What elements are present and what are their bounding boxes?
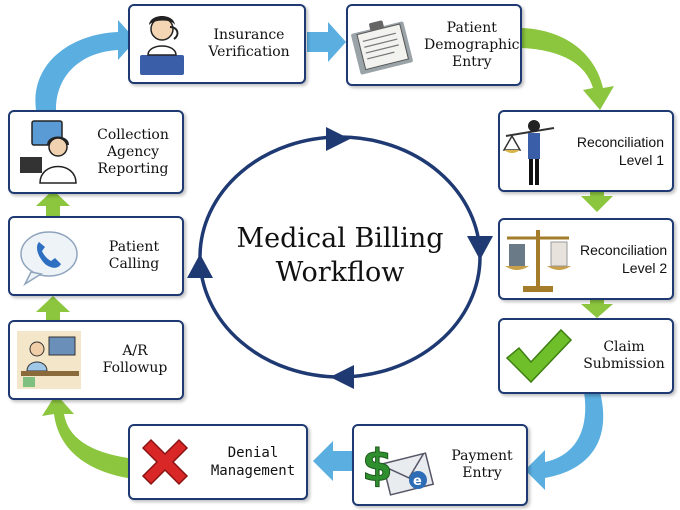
step-denial-management: Denial Management: [128, 424, 308, 500]
step-reconciliation-level-1: Reconciliation Level 1: [498, 110, 674, 192]
step-label: Reconciliation Level 2: [580, 242, 668, 276]
step-collection-agency-reporting: Collection Agency Reporting: [8, 110, 184, 194]
step-label: Denial Management: [210, 445, 296, 479]
cycle-arrow-left: [187, 254, 213, 278]
arrow-collection-to-insurance: [35, 20, 136, 110]
clipboard-form-icon: [348, 9, 420, 81]
step-reconciliation-level-2: Reconciliation Level 2: [498, 218, 674, 300]
agent-headset-icon: [10, 113, 84, 191]
arrow-demographic-to-recon1: [522, 28, 614, 110]
balance-scale-icon: [500, 220, 576, 298]
dollar-envelope-icon: $ e: [354, 427, 438, 503]
arrow-insurance-to-demographic: [307, 22, 346, 62]
step-label: Collection Agency Reporting: [97, 126, 169, 177]
step-patient-calling: Patient Calling: [8, 216, 184, 296]
step-label: Reconciliation Level 1: [576, 134, 664, 168]
diagram-title: Medical Billing Workflow: [236, 223, 444, 288]
cycle-arrow-bottom: [330, 365, 354, 389]
arrow-recon2-to-claim: [581, 298, 613, 318]
cycle-arrow-right: [467, 236, 493, 260]
step-label: Payment Entry: [451, 448, 513, 481]
svg-text:$: $: [362, 440, 393, 491]
arrow-calling-to-collection: [36, 190, 70, 216]
svg-text:e: e: [413, 474, 422, 489]
step-label: Insurance Verification: [208, 27, 290, 60]
arrow-denial-to-ar: [42, 394, 128, 478]
step-patient-demographic-entry: Patient Demographic Entry: [346, 4, 522, 86]
arrow-claim-to-payment: [525, 392, 604, 490]
cycle-arrow-top: [326, 127, 350, 151]
step-label: Patient Calling: [108, 239, 160, 272]
step-ar-followup: A/R Followup: [8, 320, 184, 400]
step-label: Patient Demographic Entry: [424, 19, 520, 70]
green-checkmark-icon: [500, 321, 576, 391]
step-claim-submission: Claim Submission: [498, 318, 674, 394]
step-insurance-verification: Insurance Verification: [128, 4, 306, 84]
justice-figure-scales-icon: [500, 112, 562, 190]
step-payment-entry: $ e Payment Entry: [352, 424, 528, 506]
red-x-icon: [130, 427, 200, 497]
arrow-recon1-to-recon2: [581, 190, 613, 212]
arrow-payment-to-denial: [313, 441, 354, 481]
arrow-ar-to-calling: [36, 296, 70, 322]
receptionist-phone-icon: [130, 8, 194, 80]
office-worker-desk-icon: [10, 323, 88, 397]
step-label: A/R Followup: [102, 343, 168, 376]
phone-bubble-icon: [10, 220, 86, 292]
step-label: Claim Submission: [583, 339, 665, 372]
